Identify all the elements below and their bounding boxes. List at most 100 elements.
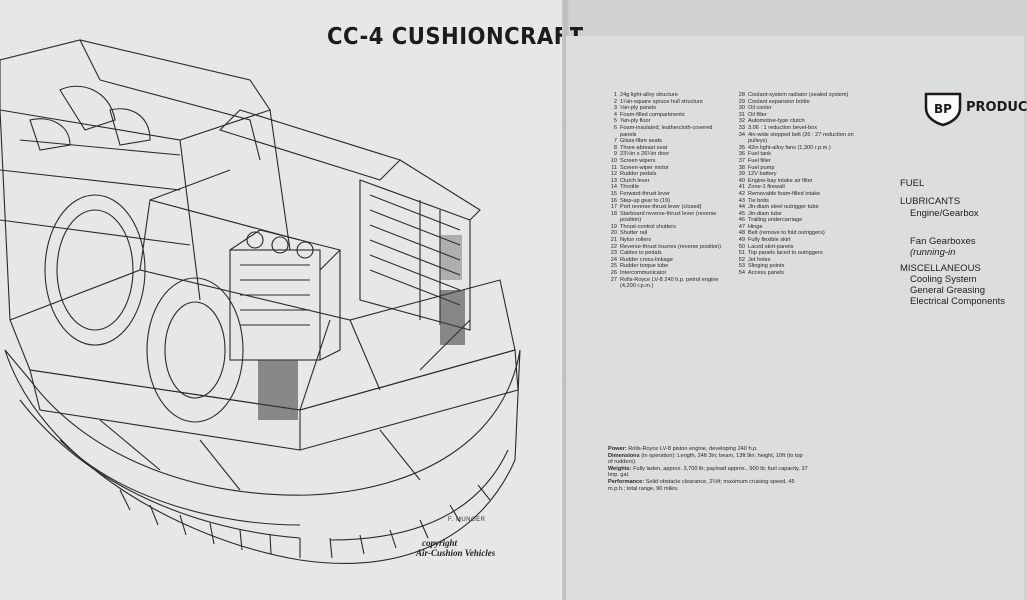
part-description: Trailing undercarriage <box>748 217 803 224</box>
part-description: Clutch lever <box>620 177 650 184</box>
part-description: ⅜in-ply floor <box>620 118 651 125</box>
spec-text: Rolls-Royce LV-8 piston engine, developi… <box>628 446 758 452</box>
specifications: Power: Rolls-Royce LV-8 piston engine, d… <box>608 446 808 492</box>
part-number: 31 <box>738 111 745 118</box>
part-number: 37 <box>738 157 745 164</box>
bp-logo-text: BP <box>934 102 952 116</box>
part-number: 1 <box>613 92 617 98</box>
part-description: Rudder cross-linkage <box>620 256 673 263</box>
bp-shield-logo: BP <box>924 92 962 127</box>
part-number: 19 <box>610 223 617 230</box>
part-number: 35 <box>738 144 745 151</box>
part-description: Fuel pump <box>748 164 775 171</box>
part-number: 17 <box>610 204 617 211</box>
part-number: 40 <box>738 177 745 184</box>
part-number: 46 <box>738 217 745 224</box>
part-number: 15 <box>610 190 617 197</box>
part-number: 43 <box>738 197 745 204</box>
part-description: Glass-fibre seats <box>620 138 662 145</box>
part-number: 34 <box>738 131 745 138</box>
part-number: 32 <box>738 118 745 125</box>
artist-signature: F. MUNGER <box>448 517 486 523</box>
spec-text: (in operation): Length, 24ft 3in; beam, … <box>608 452 803 466</box>
part-number: 11 <box>611 164 617 171</box>
part-number: 30 <box>738 105 745 112</box>
part-description: Top panels laced to outriggers <box>748 250 823 257</box>
part-number: 54 <box>738 270 745 277</box>
part-number: 38 <box>738 164 745 171</box>
part-number: 7 <box>613 138 617 145</box>
part-description: Rolls-Royce LV-8 240 h.p. petrol engine … <box>620 276 719 290</box>
part-description: 12V battery <box>748 171 777 178</box>
spec-item: Power: Rolls-Royce LV-8 piston engine, d… <box>608 446 808 453</box>
page-title: CC-4 CUSHIONCRAFT <box>327 24 584 50</box>
part-description: Zone-1 firewall <box>748 184 785 191</box>
lub-fan-gearboxes: Fan Gearboxes <box>910 236 976 247</box>
part-description: Foam-insulated, leathercloth-covered pan… <box>620 124 713 138</box>
part-number: 27 <box>610 276 617 283</box>
part-description: Reverse-thrust louvres (reverse position… <box>620 243 722 250</box>
part-number: 25 <box>610 263 617 270</box>
part-description: Three-abreast seat <box>620 144 668 151</box>
right-page <box>566 36 1024 600</box>
part-description: 3.06 : 1 reduction bevel-box <box>748 124 818 131</box>
part-description: Automotive-type clutch <box>748 118 805 125</box>
part-description: Oil filler <box>748 111 767 118</box>
part-number: 5 <box>613 118 617 125</box>
part-description: Jin-diam steel outrigger tube <box>748 204 819 211</box>
part-number: 48 <box>738 230 745 237</box>
part-description: Access panels <box>748 270 785 277</box>
part-description: Port reverse-thrust lever (closed) <box>620 204 702 211</box>
lub-engine-gearbox: Engine/Gearbox <box>910 208 979 219</box>
part-number: 39 <box>738 171 745 178</box>
part-number: 52 <box>738 256 745 263</box>
part-description: Foam-filled compartments <box>620 111 685 118</box>
part-number: 4 <box>613 111 617 118</box>
part-number: 6 <box>613 124 617 131</box>
part-number: 42 <box>738 190 745 197</box>
part-number: 28 <box>738 92 745 98</box>
part-description: 1¼in-square spruce hull structure <box>620 98 704 105</box>
bp-heading: PRODUC <box>966 100 1027 115</box>
spec-item: Weights: Fully laden, approx. 3,700 lb; … <box>608 466 808 479</box>
part-description: Engine-bay intake air filter <box>748 177 813 184</box>
spec-label: Performance: <box>608 478 645 485</box>
spec-label: Dimensions <box>608 452 640 459</box>
part-description: Belt (remove to fold outriggers) <box>748 230 825 237</box>
part-number: 9 <box>613 151 617 158</box>
part-number: 53 <box>738 263 745 270</box>
part-number: 20 <box>610 230 617 237</box>
part-description: Starboard reverse-thrust lever (reverse … <box>620 210 717 224</box>
